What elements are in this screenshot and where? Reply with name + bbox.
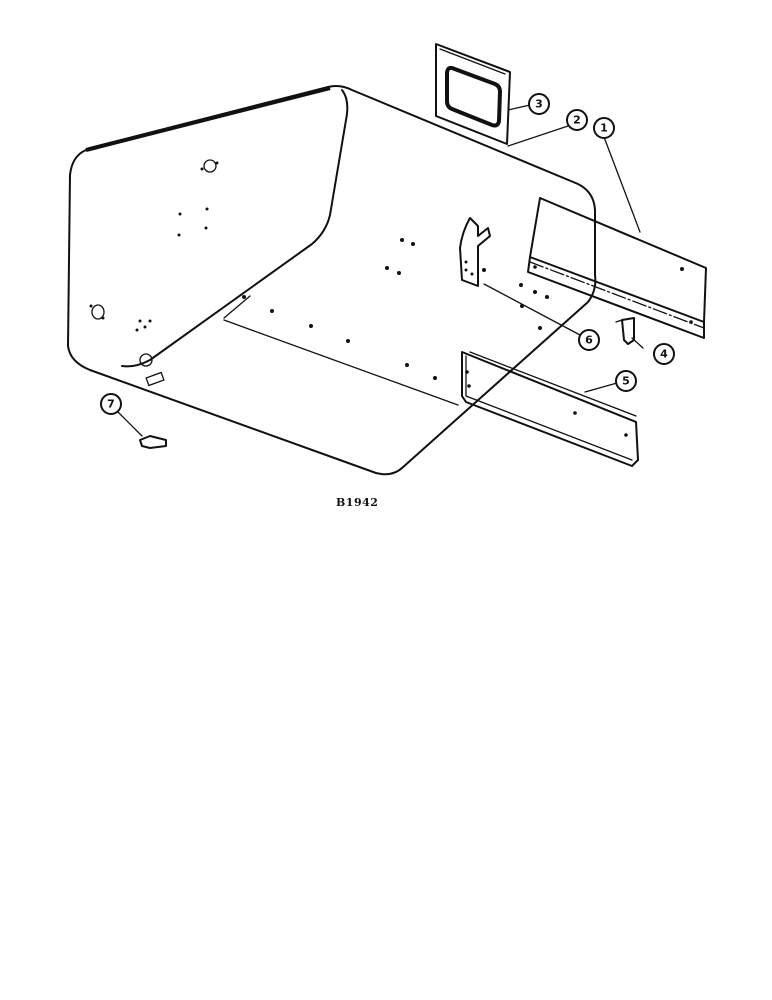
angle-channel	[461, 351, 639, 467]
callout-6: 6	[578, 329, 600, 351]
callout-1: 1	[593, 117, 615, 139]
callout-3: 3	[528, 93, 550, 115]
callout-2-label: 2	[573, 114, 581, 127]
leader-lines	[117, 104, 644, 437]
callout-6-label: 6	[585, 334, 593, 347]
side-panel-holes	[242, 238, 549, 380]
callout-7-label: 7	[107, 398, 115, 411]
cover-plate	[435, 43, 511, 145]
callout-4: 4	[653, 343, 675, 365]
callout-2: 2	[566, 109, 588, 131]
side-panel	[527, 197, 707, 339]
callout-1-label: 1	[600, 122, 608, 135]
end-panel-holes	[89, 159, 219, 387]
housing-body	[67, 85, 597, 476]
callout-4-label: 4	[660, 348, 668, 361]
mounting-bracket	[459, 217, 491, 287]
callout-5-label: 5	[622, 375, 630, 388]
figure-code: B1942	[336, 496, 379, 509]
clip-part	[139, 435, 167, 449]
callout-5: 5	[615, 370, 637, 392]
callout-3-label: 3	[535, 98, 543, 111]
callout-7: 7	[100, 393, 122, 415]
small-bracket	[615, 317, 635, 345]
